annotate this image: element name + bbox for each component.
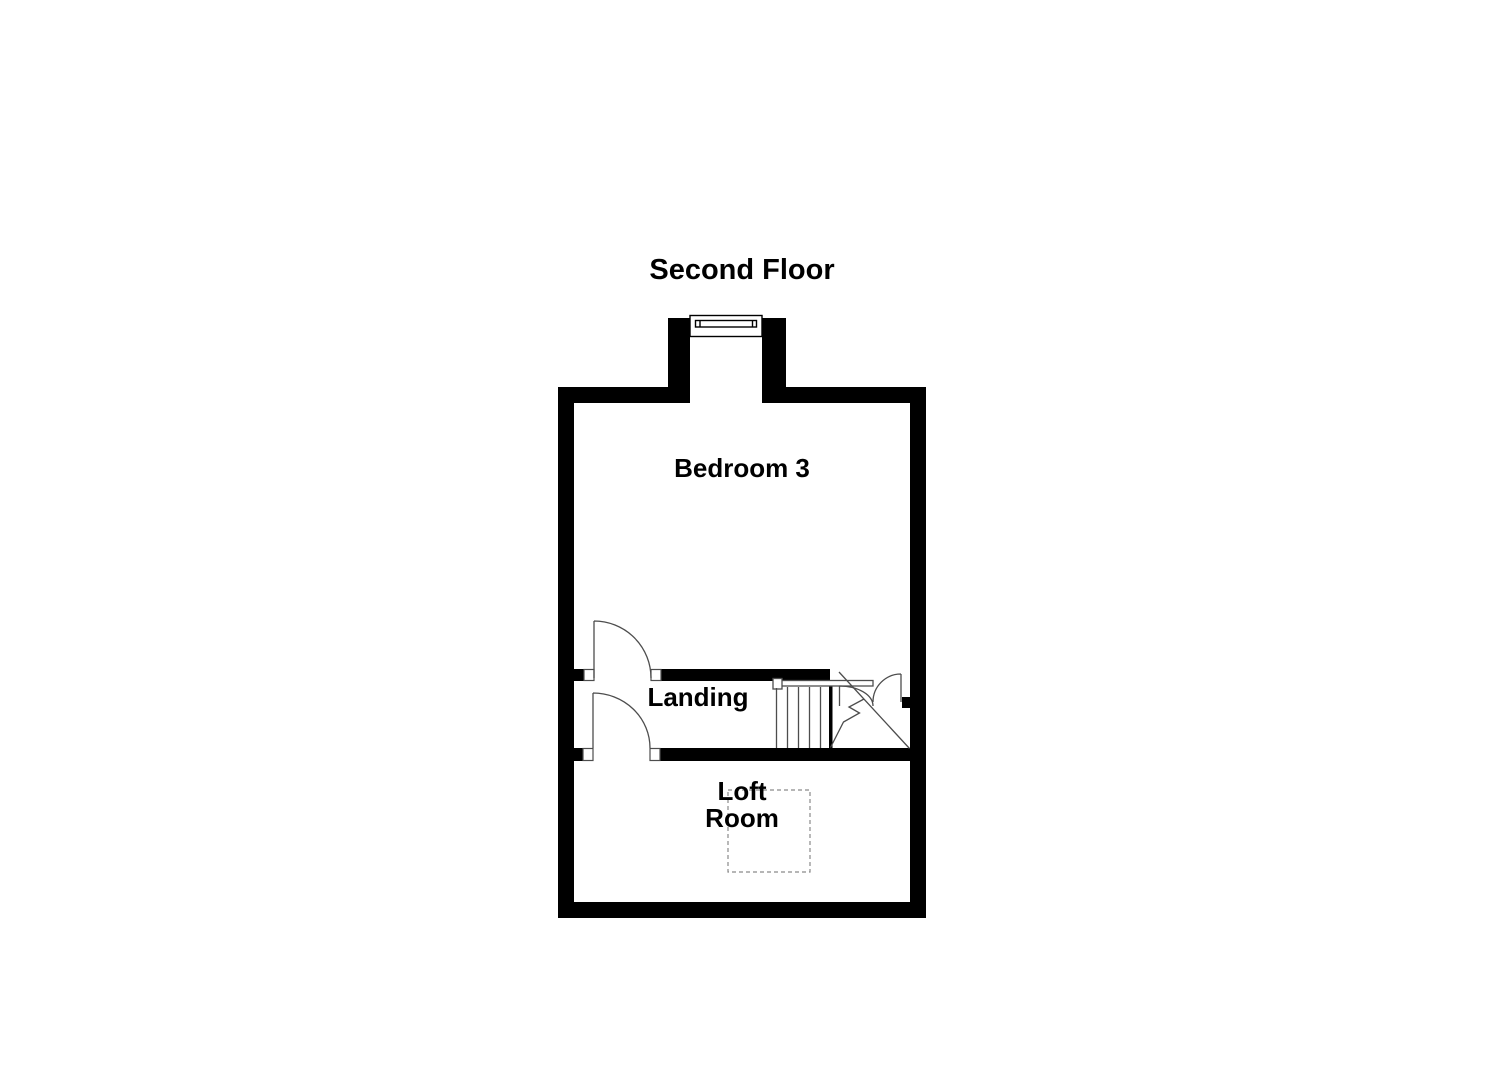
loft-hatch-outline [727, 789, 811, 873]
wall-bay-right [762, 318, 786, 403]
stair-newel-post [772, 677, 783, 690]
staircase-group [772, 671, 910, 749]
stair-rail [775, 679, 874, 687]
wall-bay-left [668, 318, 690, 403]
wall-right-outer [910, 387, 926, 918]
wall-bottom-outer [558, 902, 926, 918]
bedroom3-door-swing [593, 620, 652, 679]
door-jamb [582, 747, 594, 762]
window-frame-inner [694, 319, 758, 328]
stair-treads [775, 687, 822, 748]
stair-break-line [829, 671, 910, 749]
stair-winder-arc [838, 685, 874, 707]
door-jamb [649, 747, 661, 762]
window-symbol [689, 314, 763, 338]
door-jamb [583, 668, 595, 682]
wall-divider-bedroom-landing [661, 669, 830, 681]
plan-title: Second Floor [649, 254, 835, 286]
wall-stair-stringer [829, 681, 833, 748]
walls-group [558, 318, 926, 918]
stairs-door-swing [872, 673, 902, 703]
wall-top-left [558, 387, 690, 403]
door-jamb [650, 668, 662, 682]
loft-door-swing [592, 692, 651, 749]
wall-divider2-stub [574, 748, 583, 761]
room-label-loft: Loft Room [705, 778, 779, 832]
room-label-bedroom3: Bedroom 3 [674, 453, 810, 483]
loft-label-line1: Loft [717, 776, 767, 806]
loft-label-line2: Room [705, 803, 779, 833]
room-label-landing: Landing [647, 682, 749, 712]
door-swings-group [592, 620, 902, 749]
wall-divider1-stub [574, 669, 585, 681]
wall-top-right [762, 387, 926, 403]
window-glass-ticks [699, 320, 754, 327]
wall-divider-landing-loft [660, 748, 910, 761]
wall-left-outer [558, 387, 574, 918]
wall-door-stop-stub [902, 697, 910, 708]
